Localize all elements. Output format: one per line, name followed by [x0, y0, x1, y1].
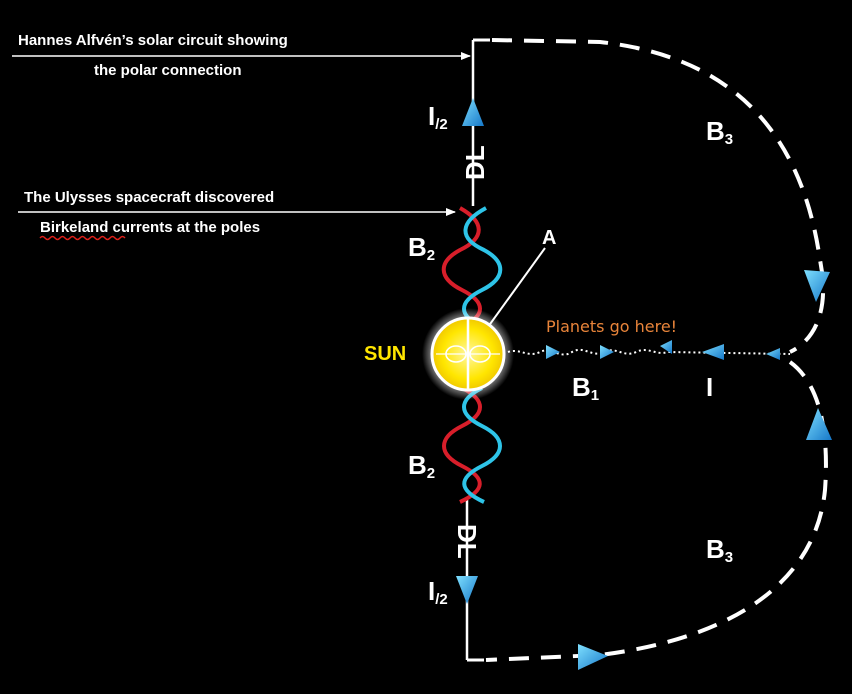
arrow-top-up-icon: [462, 98, 484, 126]
b2-top-sub: 2: [427, 247, 435, 264]
dl-top-label: DL: [460, 145, 490, 180]
arrow-wave-3-icon: [660, 340, 672, 354]
b2-top-label: B2: [408, 232, 435, 264]
equatorial-current-line: [507, 348, 791, 356]
arrow-right-loop-up-icon: [806, 408, 832, 440]
i-current-label: I: [706, 372, 713, 402]
i-half-top-label: I/2: [428, 101, 448, 133]
helix-bottom-cyan: [462, 386, 502, 504]
helix-bottom-red: [442, 386, 482, 504]
a-label: A: [542, 227, 556, 249]
i-half-bottom-label: I/2: [428, 576, 448, 608]
b2-bottom-sub: 2: [427, 465, 435, 482]
b2-bottom-main: B: [408, 450, 427, 480]
arrow-i-junction-icon: [766, 348, 780, 360]
ulysses-caption-line1: The Ulysses spacecraft discovered: [24, 189, 274, 206]
spellcheck-squiggle: [39, 235, 126, 241]
arrow-wave-1-icon: [546, 345, 560, 359]
b3-top-label: B3: [706, 116, 733, 148]
b2-bottom-label: B2: [408, 450, 435, 482]
ulysses-caption-line2: Birkeland currents at the poles: [40, 219, 260, 236]
b1-main: B: [572, 372, 591, 402]
b3-top-sub: 3: [725, 131, 733, 148]
b3-bottom-sub: 3: [725, 549, 733, 566]
i-half-top-sub: /2: [435, 116, 448, 133]
arrow-wave-2-icon: [600, 345, 614, 359]
ulysses-caption-rest: currents at the poles: [108, 219, 260, 236]
birkeland-word: Birkeland: [40, 219, 108, 236]
alfven-caption-line2: the polar connection: [94, 62, 242, 79]
circuit-upper-dashed-loop: [491, 38, 826, 354]
arrow-i-left-icon: [702, 344, 724, 360]
b3-bottom-label: B3: [706, 534, 733, 566]
b1-label: B1: [572, 372, 599, 404]
planets-label: Planets go here!: [546, 317, 677, 336]
arrow-bottom-right-icon: [578, 644, 608, 670]
sun-label: SUN: [364, 343, 406, 365]
arrow-right-loop-down-icon: [804, 270, 830, 302]
i-half-top-main: I: [428, 101, 435, 131]
alfven-caption-line1: Hannes Alfvén’s solar circuit showing: [18, 32, 288, 49]
dl-bottom-label: DL: [452, 524, 482, 559]
b1-sub: 1: [591, 387, 599, 404]
i-half-bottom-main: I: [428, 576, 435, 606]
b3-top-main: B: [706, 116, 725, 146]
b3-bottom-main: B: [706, 534, 725, 564]
arrow-bottom-down-icon: [456, 576, 478, 604]
helix-top-red: [441, 206, 482, 328]
i-half-bottom-sub: /2: [435, 591, 448, 608]
circuit-lower-dashed-loop: [485, 360, 828, 662]
b2-top-main: B: [408, 232, 427, 262]
